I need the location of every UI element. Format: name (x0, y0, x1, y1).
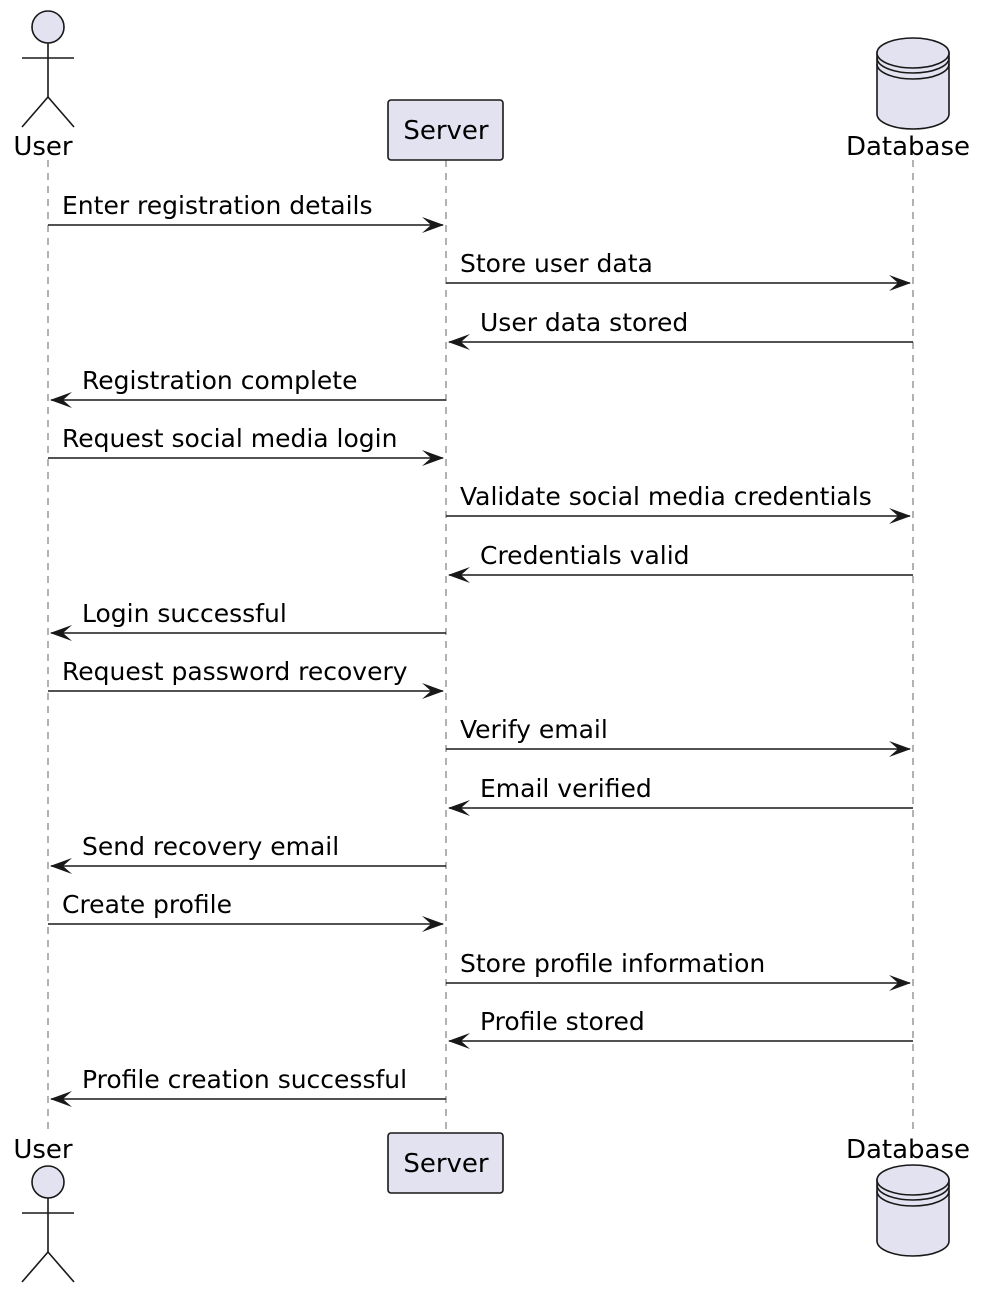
message-label: Login successful (82, 599, 287, 628)
database-icon-top (876, 37, 950, 130)
message: Store user data (446, 249, 911, 291)
participant-server-box-top (387, 99, 504, 161)
message-label: Store user data (460, 249, 653, 278)
message: Login successful (50, 599, 446, 641)
message: Request password recovery (48, 657, 444, 699)
arrowhead-icon (889, 741, 911, 757)
message-label: Create profile (62, 890, 232, 919)
participant-user-label-bottom: User (13, 1135, 73, 1165)
message-label: Email verified (480, 774, 652, 803)
message-label: Enter registration details (62, 191, 373, 220)
message: Enter registration details (48, 191, 444, 233)
participant-database-label-top: Database (846, 132, 970, 162)
arrowhead-icon (50, 392, 72, 408)
participant-user-label-top: User (13, 132, 73, 162)
message-label: Profile stored (480, 1007, 645, 1036)
message: Validate social media credentials (446, 482, 911, 524)
message: Request social media login (48, 424, 444, 466)
database-icon-bottom (876, 1164, 950, 1257)
message: Profile stored (448, 1007, 913, 1049)
message: Email verified (448, 774, 913, 816)
message-label: Request password recovery (62, 657, 408, 686)
arrowhead-icon (889, 275, 911, 291)
participant-server-label-top: Server (403, 116, 489, 146)
message-label: Validate social media credentials (460, 482, 872, 511)
message-label: Store profile information (460, 949, 765, 978)
message: Send recovery email (50, 832, 446, 874)
message: Registration complete (50, 366, 446, 408)
arrowhead-icon (889, 508, 911, 524)
participant-server-label-bottom: Server (403, 1149, 489, 1179)
message: Profile creation successful (50, 1065, 446, 1107)
message-label: Credentials valid (480, 541, 690, 570)
arrowhead-icon (50, 1091, 72, 1107)
arrowhead-icon (422, 683, 444, 699)
arrowhead-icon (422, 450, 444, 466)
participant-server-box-bottom (387, 1132, 504, 1194)
arrowhead-icon (422, 916, 444, 932)
participant-database-label-bottom: Database (846, 1135, 970, 1165)
user-actor-icon-bottom (21, 1165, 75, 1283)
message: Store profile information (446, 949, 911, 991)
arrowhead-icon (448, 1033, 470, 1049)
message-label: User data stored (480, 308, 688, 337)
arrowhead-icon (422, 217, 444, 233)
arrowhead-icon (448, 567, 470, 583)
arrowhead-icon (50, 625, 72, 641)
arrowhead-icon (448, 800, 470, 816)
message-label: Registration complete (82, 366, 357, 395)
user-actor-icon-top (21, 10, 75, 128)
message: Create profile (48, 890, 444, 932)
message-label: Send recovery email (82, 832, 339, 861)
message-label: Request social media login (62, 424, 397, 453)
message: User data stored (448, 308, 913, 350)
arrowhead-icon (889, 975, 911, 991)
arrowhead-icon (50, 858, 72, 874)
arrowhead-icon (448, 334, 470, 350)
message-label: Profile creation successful (82, 1065, 407, 1094)
message: Credentials valid (448, 541, 913, 583)
message: Verify email (446, 715, 911, 757)
message-label: Verify email (460, 715, 608, 744)
